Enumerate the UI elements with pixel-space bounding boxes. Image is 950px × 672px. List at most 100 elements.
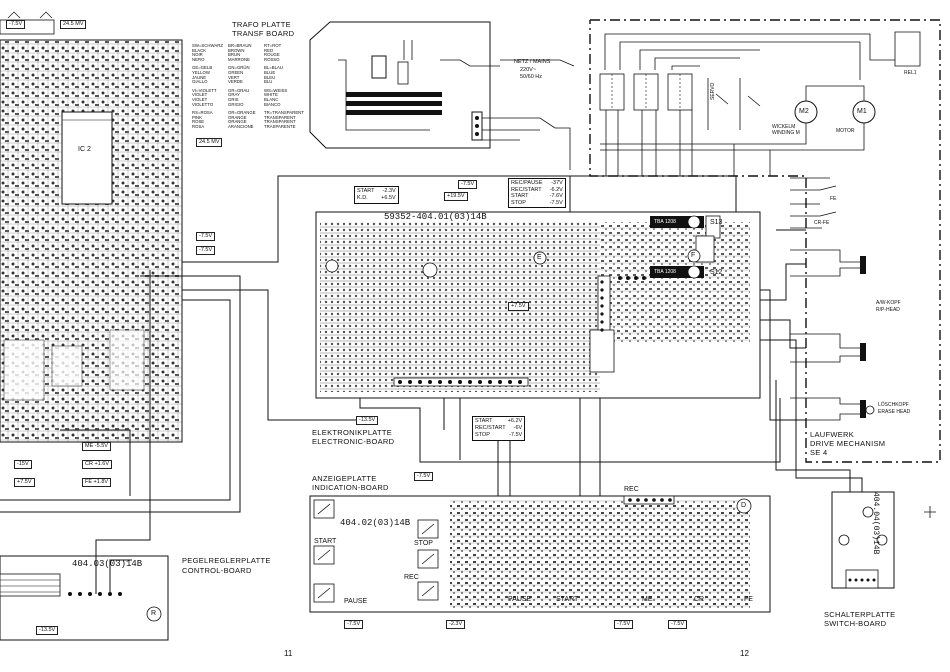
color-code-entry: BLANC [264,96,279,102]
state-row: STOP -7.5V [511,200,563,207]
state-row: START+6.2V [475,418,522,425]
color-code-entry: TRANSPARENT [264,114,296,120]
color-code-entry: BIANCO [264,101,281,107]
state-row: START -2.3V [357,188,396,195]
color-code-entry: TR=TRANSPARENT [264,110,304,116]
chip-a-label: TBA 1208 [654,219,676,225]
aw-head-label: A/W-KOPF [876,300,901,306]
state-cell: STOP [511,199,526,206]
voltage-tag: CR +1.6V [82,460,112,469]
color-code-entry: ROSA [192,123,205,129]
badge-e: E [537,254,542,261]
color-code-entry: ORANGE [228,114,247,120]
color-code-entry: OR=ORANGE [228,110,256,116]
color-code-entry: GR=GRAU [228,87,250,93]
switch-subtitle: SWITCH-BOARD [824,619,887,628]
badge-f: F [691,252,696,259]
mains-frequency: 50/60 Hz [520,74,543,80]
color-code-entry: YELLOW [192,69,210,75]
state-cell: REC/PAUSE [511,180,543,186]
relay-label: REL1 [904,70,917,76]
badge-r: R [151,610,157,617]
color-code-entry: ORANGE [228,119,247,125]
voltage-tag: -7.5V [668,620,688,629]
cr-indicator-label: CR [694,596,705,603]
pause-button-label: PAUSE [344,598,368,605]
color-code-entry: GIALLO [192,79,208,85]
color-code-entry: TRASPARENTE [264,123,296,129]
winding-label: WINDING M [772,130,800,136]
state-cell: -2.3V [382,188,396,194]
fe-indicator-label: FE [744,596,753,603]
mains-label: NETZ / MAINS [514,59,551,65]
color-code-entry: RS=ROSA [192,110,213,116]
electronic-subtitle: ELECTRONIC-BOARD [312,437,395,446]
voltage-tag: -7.5V [196,232,216,241]
state-cell: -7.5V [509,432,523,438]
servo-label: SERVO [710,82,716,100]
state-row: K.D. +6.5V [357,195,396,202]
color-code-entry: BLACK [192,47,207,53]
rec-indicator-label: REC [624,486,639,493]
color-code-entry: BLUE [264,69,276,75]
indication-title: ANZEIGEPLATTE [312,474,377,483]
state-cell: -7.6V [549,193,563,199]
rec-button-label: REC [404,574,419,581]
state-cell: +6.5V [381,195,396,201]
board-badges [533,215,701,279]
ic2-label: IC 2 [78,146,91,153]
me-indicator-label: ME [642,596,653,603]
start-button-label: START [314,538,337,545]
voltage-tag: +19.5V [444,192,468,201]
m1-label: M1 [857,108,867,115]
voltage-tag: -7.5V [6,20,26,29]
color-code-entry: ARANCIONE [228,123,254,129]
electronic-board [315,211,761,399]
color-code-entry: GREEN [228,69,244,75]
color-code-entry: BRUN [228,52,241,58]
color-code-entry: RED [264,47,274,53]
switch-title: SCHALTERPLATTE [824,610,896,619]
m2-label: M2 [799,108,809,115]
start-indicator-label: START [556,596,579,603]
drive-subtitle: DRIVE MECHANISM [810,439,886,448]
trafo-board [309,21,575,170]
indication-subtitle: INDICATION-BOARD [312,483,389,492]
color-code-entry: BL=BLAU [264,65,283,71]
state-cell: -7.5V [549,199,563,206]
erase-head-label-de: LÖSCHKOPF [878,402,909,408]
state-cell: REC/START [475,425,506,431]
color-code-entry: NOIR [192,52,203,58]
s12-label: S12 [710,269,723,276]
voltage-tag: -7.5V [614,620,634,629]
state-cell: START [357,188,375,194]
drive-model: SE 4 [810,448,828,457]
state-cell: -6.2V [549,186,563,193]
state-cell: -6V [513,425,523,431]
state-cell: START [475,418,493,424]
state-cell: K.D. [357,195,368,201]
electronic-part-number: 59352-404.01(03)14B [384,212,487,222]
voltage-tag: -15V [14,460,32,469]
left-main-board [0,11,183,443]
cr-fe-switch-label: CR-FE [814,220,830,226]
wickel-label: WICKELM [772,124,796,130]
motor-label: MOTOR [836,128,855,134]
registration-mark [924,506,936,518]
switch-board [831,491,895,589]
page-number-left: 11 [284,649,293,658]
color-code-entry: GRAY [228,92,240,98]
state-cell: REC/START [511,186,542,193]
